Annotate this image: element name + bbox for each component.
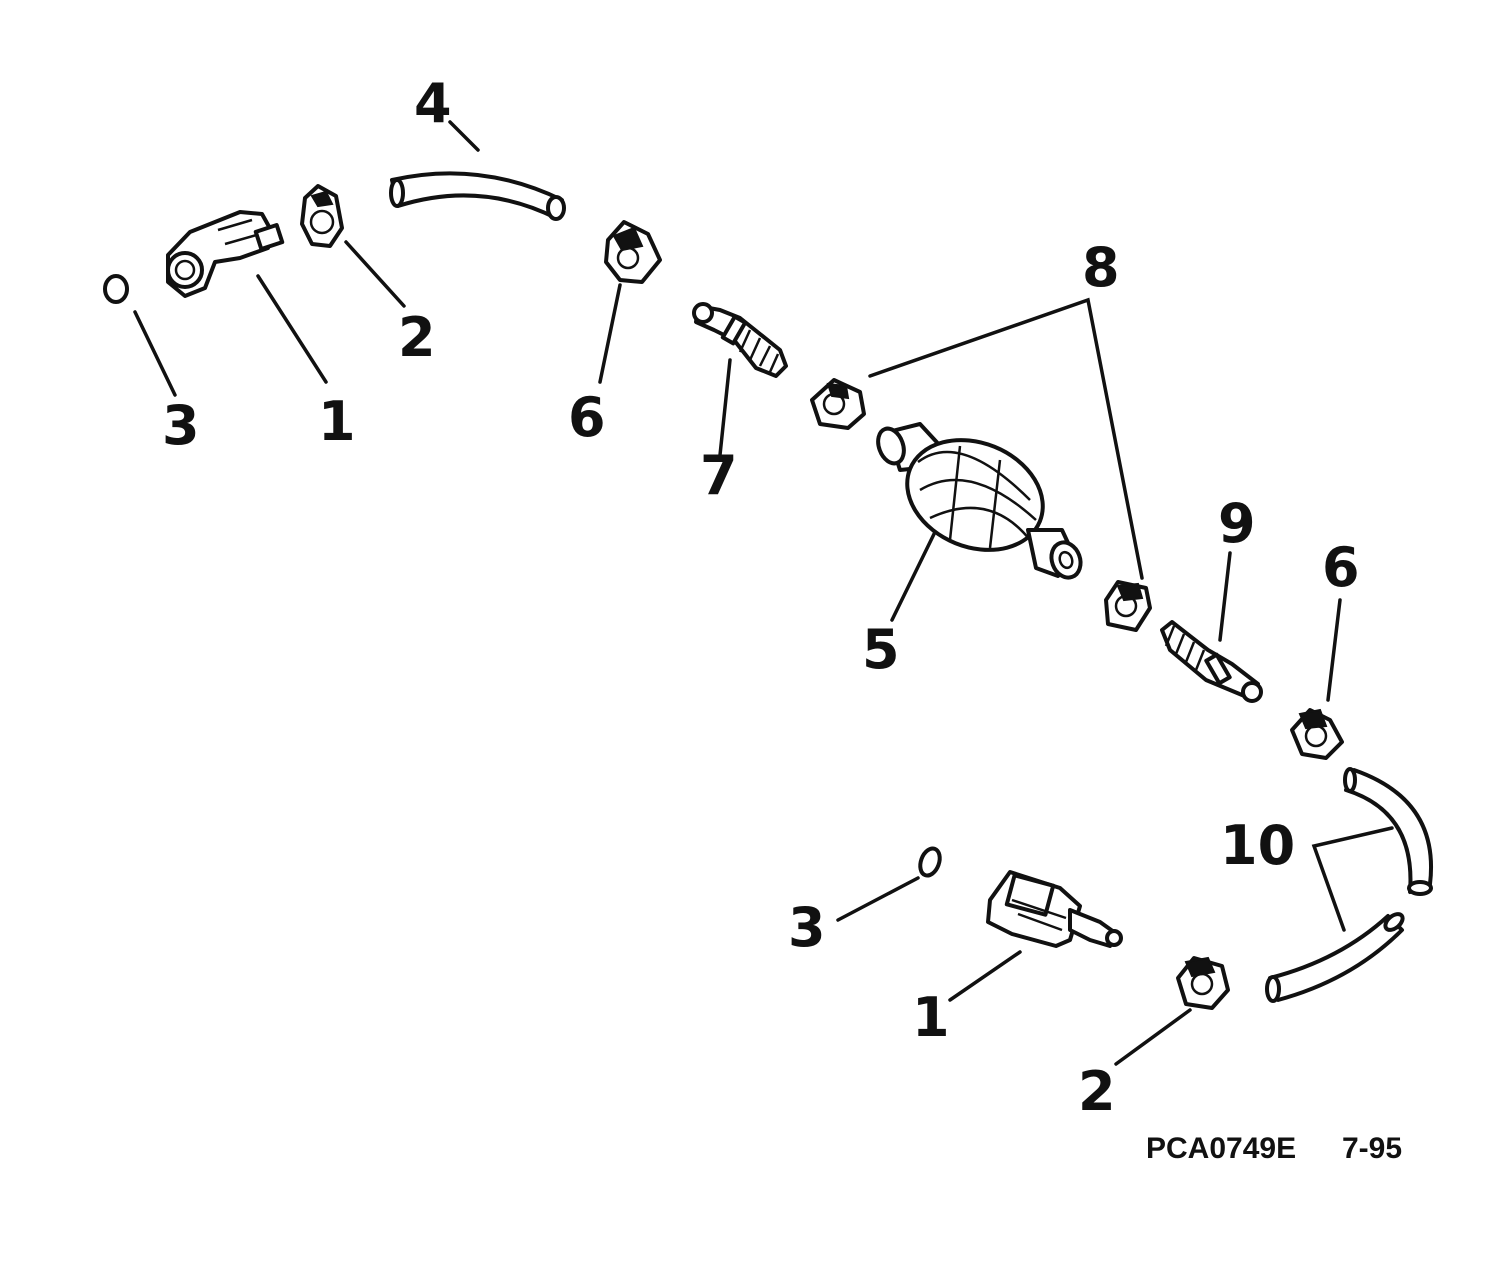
callout-1-bottom: 1 [912, 986, 950, 1049]
clamp-6-bottom [1290, 708, 1344, 760]
clamp-2-bottom [1176, 956, 1230, 1010]
callout-3-top: 3 [162, 394, 200, 457]
drawing-code: PCA0749E [1146, 1132, 1296, 1165]
callout-8: 8 [1082, 236, 1120, 299]
clamp-8-left [810, 378, 866, 430]
callout-10: 10 [1220, 814, 1295, 877]
hose-10-lower [1265, 912, 1405, 1003]
callout-2-top: 2 [398, 306, 436, 369]
callout-5: 5 [862, 618, 900, 681]
clamp-6-top [604, 220, 662, 284]
callout-9: 9 [1218, 492, 1256, 555]
hose-10-upper [1343, 767, 1433, 896]
callout-4: 4 [414, 72, 452, 135]
primer-bulb-5 [876, 422, 1083, 580]
connector-1-top [166, 210, 285, 298]
o-ring-3-top [103, 274, 129, 304]
o-ring-3-bottom [918, 846, 942, 878]
callout-1-top: 1 [318, 390, 356, 453]
fitting-9 [1160, 620, 1263, 703]
callout-3-bottom: 3 [788, 896, 826, 959]
hose-4-top [389, 171, 566, 221]
callout-2-bottom: 2 [1078, 1060, 1116, 1123]
clamp-8-right [1104, 580, 1152, 632]
connector-1-bottom [986, 870, 1123, 948]
fitting-7 [692, 302, 788, 378]
callout-6-top: 6 [568, 386, 606, 449]
callout-7: 7 [700, 444, 738, 507]
callout-6-bottom: 6 [1322, 536, 1360, 599]
clamp-2-top [300, 184, 344, 248]
drawing-date: 7-95 [1342, 1132, 1402, 1165]
